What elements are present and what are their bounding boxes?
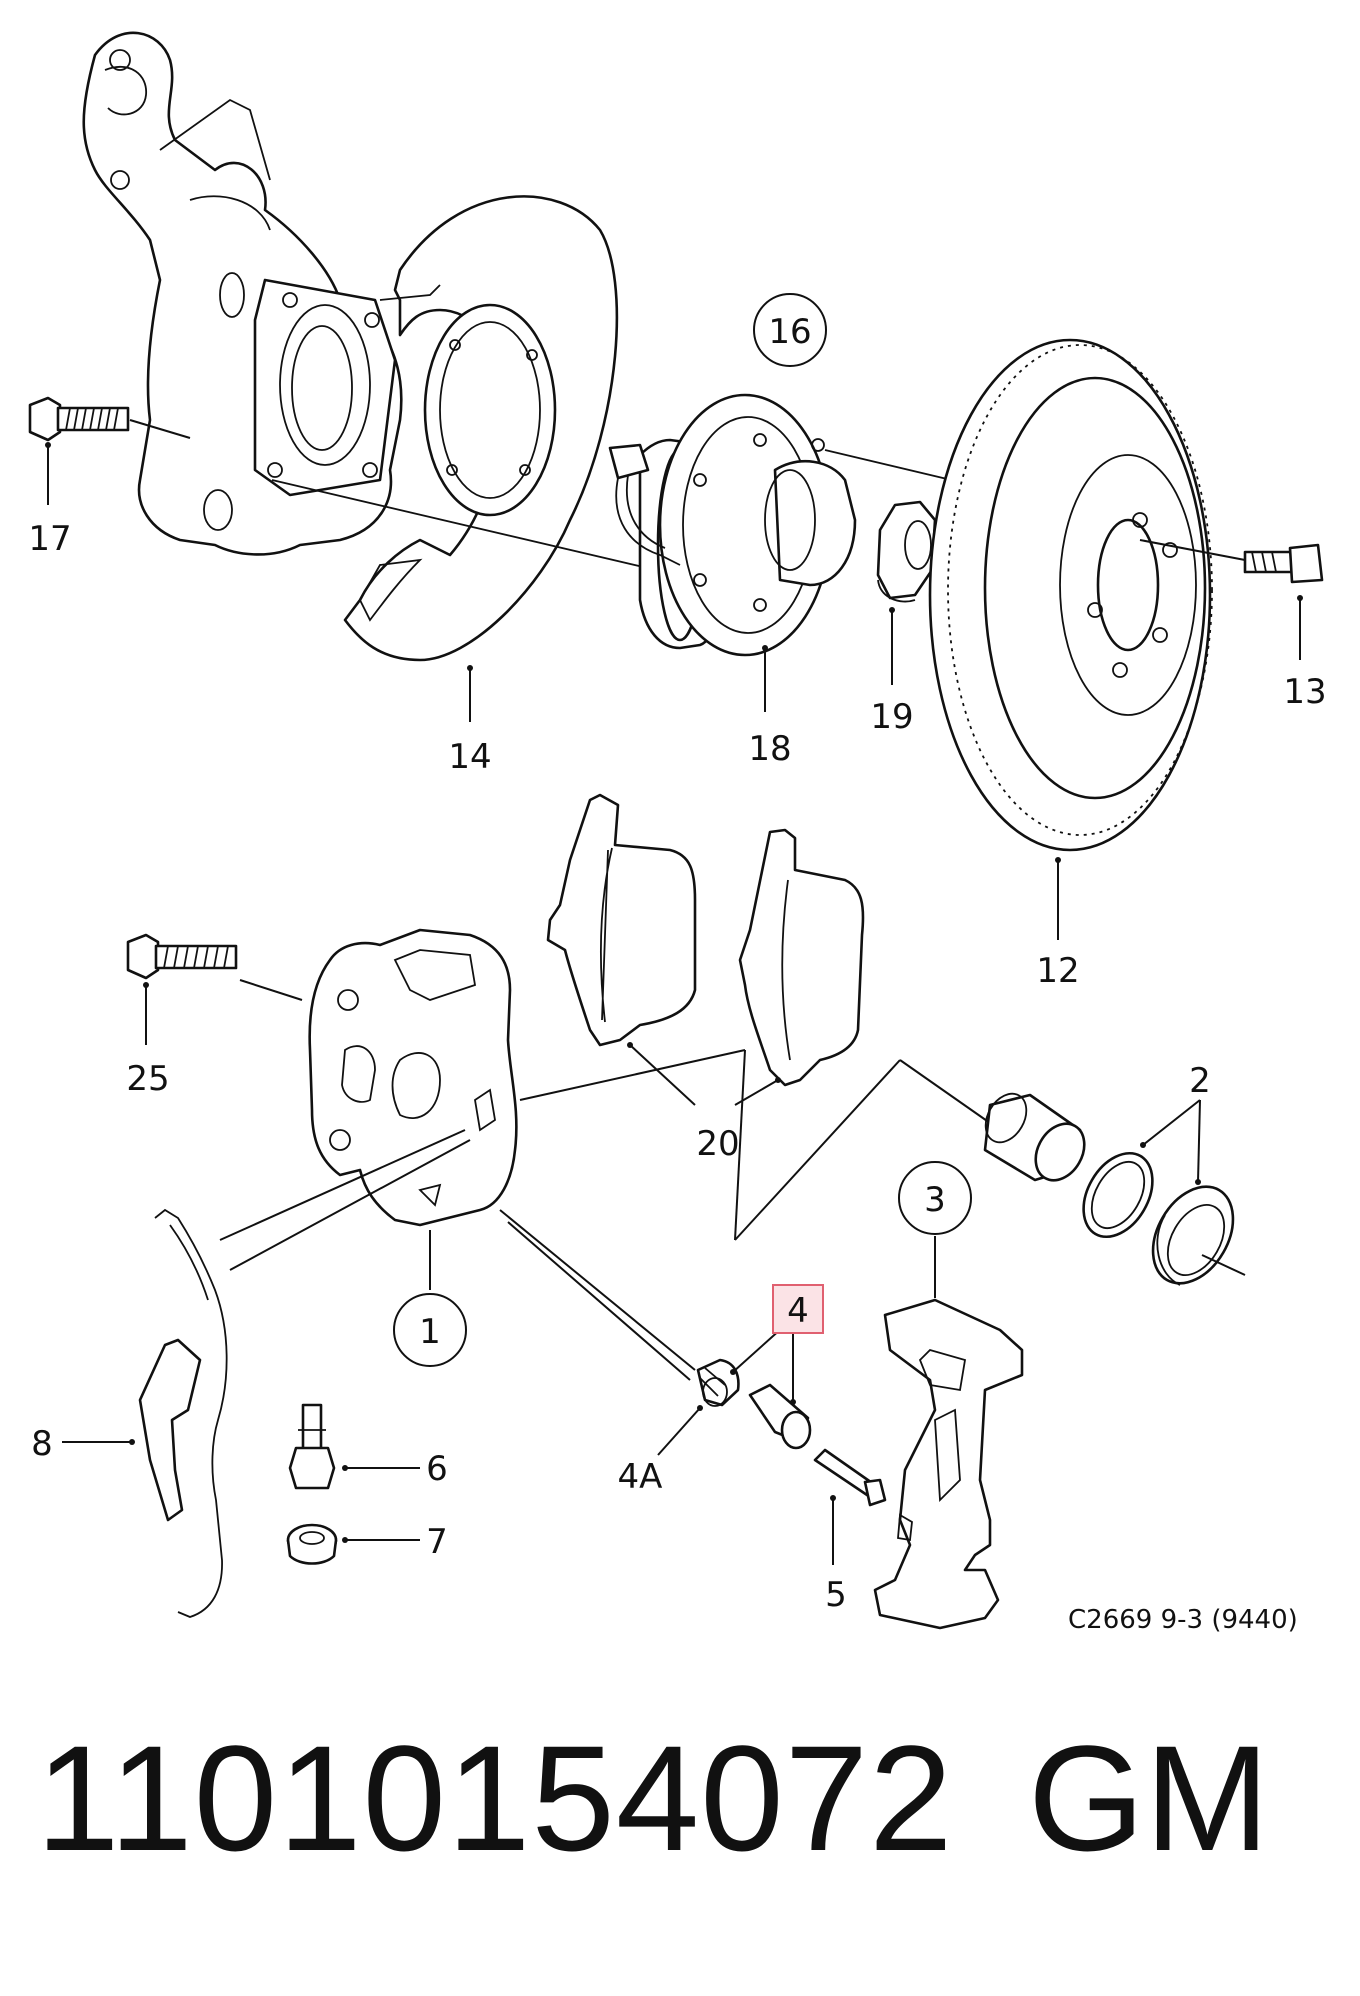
- label-18: 18: [748, 729, 791, 769]
- label-3: 3: [924, 1180, 946, 1220]
- brake-disc-12: [928, 338, 1213, 940]
- label-19: 19: [870, 697, 913, 737]
- diagram-code: C2669 9-3 (9440): [1068, 1605, 1298, 1635]
- label-14: 14: [448, 737, 491, 777]
- label-17: 17: [28, 519, 71, 559]
- guide-pin-5: [813, 1448, 887, 1565]
- label-12: 12: [1036, 951, 1079, 991]
- label-13: 13: [1283, 672, 1326, 712]
- label-8: 8: [31, 1424, 53, 1464]
- dust-cap-7: [286, 1523, 420, 1565]
- caliper-1: [308, 928, 1001, 1290]
- label-25: 25: [126, 1059, 169, 1099]
- label-2: 2: [1189, 1061, 1211, 1101]
- guide-sleeve-4: [730, 1327, 812, 1450]
- bolt-25: [126, 933, 303, 1045]
- bleed-screw-6: [288, 1403, 420, 1490]
- label-7: 7: [426, 1522, 448, 1562]
- label-5: 5: [825, 1575, 847, 1615]
- bolt-17: [28, 396, 191, 505]
- label-16: 16: [768, 312, 811, 352]
- bolt-13: [1139, 539, 1324, 660]
- dust-boot-2: [1151, 1185, 1246, 1286]
- label-4: 4: [787, 1291, 809, 1331]
- label-20: 20: [696, 1124, 739, 1164]
- label-4a: 4A: [618, 1457, 663, 1497]
- nut-19: [876, 500, 937, 685]
- hub-bearing-18: [608, 393, 857, 712]
- piston-2: [983, 1092, 1086, 1182]
- part-number: 11010154072: [36, 1714, 954, 1882]
- label-1: 1: [419, 1312, 441, 1352]
- callout-circle-3: [898, 1161, 972, 1235]
- caliper-bracket-3: [873, 1236, 1024, 1630]
- steering-knuckle: [82, 31, 403, 556]
- label-6: 6: [426, 1449, 448, 1489]
- brand-name: GM: [1028, 1714, 1270, 1882]
- brake-pads-20: [546, 793, 865, 1106]
- bushing-4a: [657, 1358, 740, 1456]
- highlight-box-4: [772, 1284, 824, 1334]
- callout-circle-1: [393, 1293, 467, 1367]
- callout-circle-16: [753, 293, 827, 367]
- spring-clip-8: [62, 1208, 228, 1618]
- piston-seal-2: [1082, 1151, 1154, 1239]
